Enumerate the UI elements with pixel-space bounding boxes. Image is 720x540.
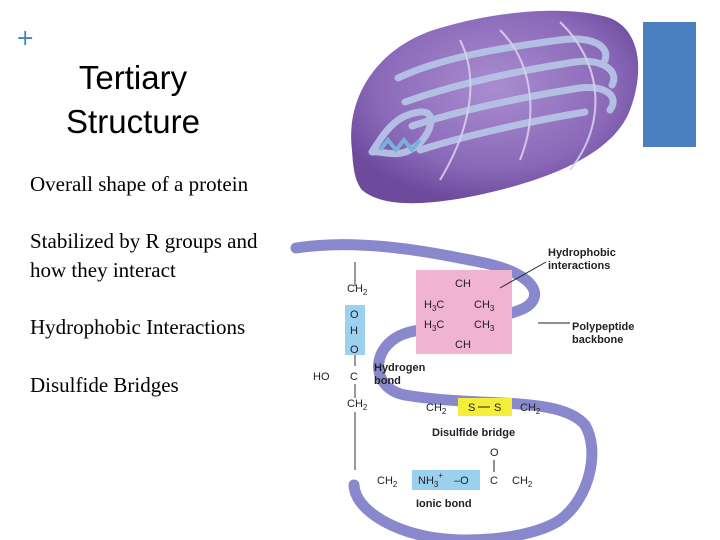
- chem-ch2-disulfide-left: CH2: [426, 402, 447, 416]
- label-hydrogen-1: Hydrogen: [374, 362, 426, 374]
- label-hydrophobic-1: Hydrophobic: [548, 247, 616, 259]
- slide-title: Tertiary Structure: [48, 56, 218, 144]
- chem-o-top: O: [350, 309, 359, 321]
- bullet-overall-shape: Overall shape of a protein: [30, 172, 249, 196]
- bullet-stabilized-line-2: how they interact: [30, 258, 176, 282]
- chem-o-bottom: O: [350, 344, 359, 356]
- chem-ch2-left-bottom: CH2: [347, 398, 368, 412]
- chem-h3c-1: H3C: [424, 299, 444, 313]
- chem-c-left: C: [350, 371, 358, 383]
- bullet-stabilized-line-1: Stabilized by R groups and: [30, 229, 258, 253]
- hydrogen-bond-region: [345, 305, 365, 355]
- label-backbone-1: Polypeptide: [572, 321, 634, 333]
- bullet-stabilized: Stabilized by R groups and how they inte…: [30, 227, 300, 285]
- chem-ch2-ionic-left: CH2: [377, 475, 398, 489]
- chem-ho: HO: [313, 371, 330, 383]
- chem-c-ionic: C: [490, 475, 498, 487]
- chem-ch2-ionic-right: CH2: [512, 475, 533, 489]
- label-hydrogen-2: bond: [374, 375, 401, 387]
- bullet-hydrophobic: Hydrophobic Interactions: [30, 315, 246, 339]
- label-backbone-2: backbone: [572, 334, 623, 346]
- title-line-2: Structure: [66, 103, 200, 140]
- chem-h: H: [350, 325, 358, 337]
- title-line-1: Tertiary: [78, 59, 188, 96]
- chem-h3c-2: H3C: [424, 319, 444, 333]
- chem-ch2-top: CH2: [347, 283, 368, 297]
- chem-ch3-1: CH3: [474, 299, 495, 313]
- ionic-region: [412, 470, 480, 490]
- hydrophobic-region: [416, 270, 512, 354]
- plus-icon: +: [16, 26, 35, 51]
- chem-s-2: S: [494, 402, 501, 414]
- chem-ch2-disulfide-right: CH2: [520, 402, 541, 416]
- chem-neg-o: –O: [454, 475, 469, 487]
- chem-ch-bottom: CH: [455, 339, 471, 351]
- chem-ch3-2: CH3: [474, 319, 495, 333]
- label-disulfide: Disulfide bridge: [432, 427, 515, 439]
- label-ionic: Ionic bond: [416, 498, 472, 510]
- chem-s-1: S: [468, 402, 475, 414]
- bullet-disulfide: Disulfide Bridges: [30, 373, 179, 397]
- chem-nh3-plus: NH3+: [418, 471, 443, 489]
- chem-o-ionic: O: [490, 447, 499, 459]
- label-hydrophobic-2: interactions: [548, 260, 610, 272]
- protein-globule-image: [351, 10, 639, 204]
- chem-ch-top: CH: [455, 278, 471, 290]
- accent-bar: [643, 22, 696, 147]
- polypeptide-backbone-ribbon: [290, 239, 598, 540]
